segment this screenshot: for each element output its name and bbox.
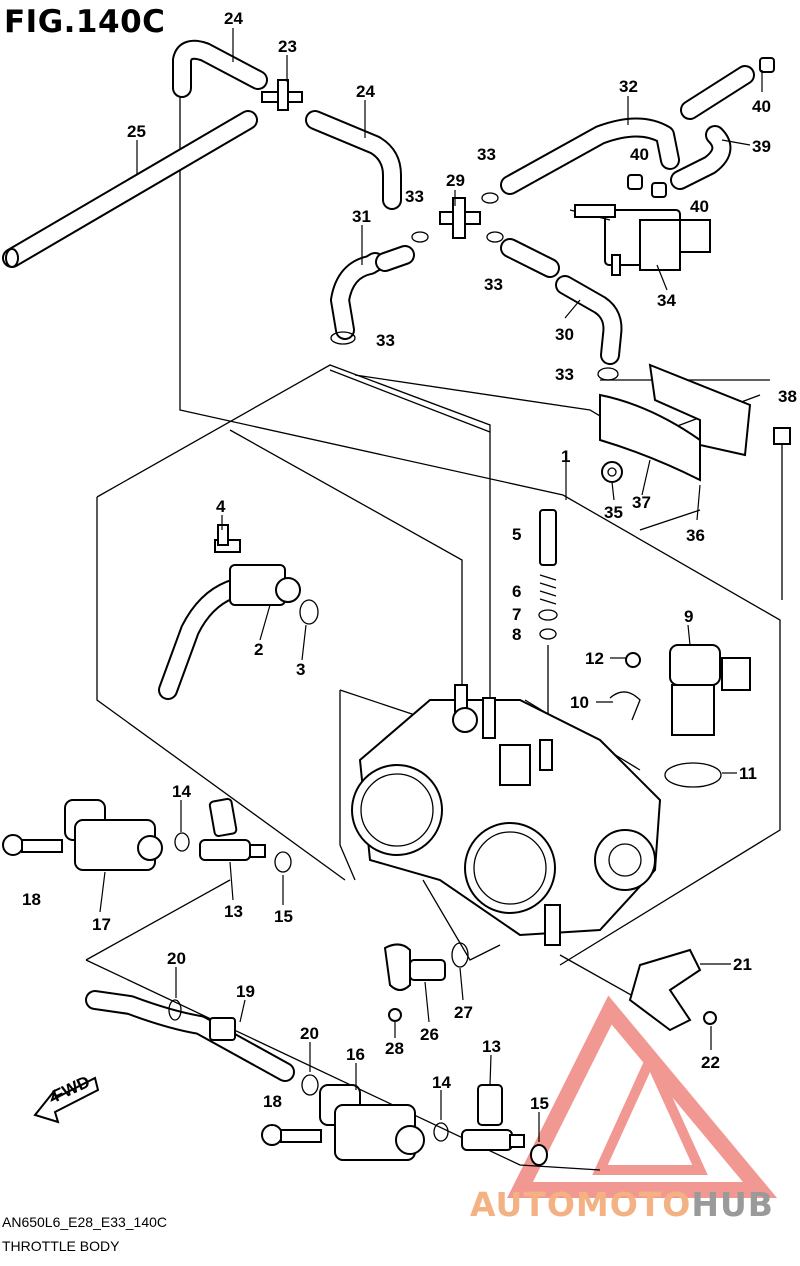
callout-15-a: 15: [274, 907, 293, 926]
callout-33-d: 33: [376, 331, 395, 350]
callout-8: 8: [512, 625, 521, 644]
actuator-16: [319, 1084, 425, 1161]
hose-24-lower: [305, 110, 402, 210]
watermark-logo: [507, 995, 778, 1198]
bolt-18-upper: [2, 834, 63, 856]
callout-19: 19: [236, 982, 255, 1001]
callout-16: 16: [346, 1045, 365, 1064]
callout-23: 23: [278, 37, 297, 56]
injector-13-lower: [433, 1084, 548, 1166]
callout-3: 3: [296, 660, 305, 679]
watermark-text: AUTOMOTOHUB: [470, 1185, 774, 1224]
callout-18-b: 18: [263, 1092, 282, 1111]
callout-14-a: 14: [172, 782, 191, 801]
callout-4: 4: [216, 497, 226, 516]
callout-36: 36: [686, 526, 705, 545]
callout-labels: 1 2 3 4 5 6 7 8 9 10 11 12 13 13 14 14 1…: [22, 9, 797, 1113]
hose-39: [670, 65, 755, 190]
bracket-21: [628, 948, 717, 1032]
bracket-36-37: [599, 363, 752, 483]
callout-22: 22: [701, 1053, 720, 1072]
callout-30: 30: [555, 325, 574, 344]
callout-32: 32: [619, 77, 638, 96]
elbow-fitting-26: [383, 942, 469, 1022]
callout-24-b: 24: [356, 82, 375, 101]
callout-34: 34: [657, 291, 676, 310]
callout-35: 35: [604, 503, 623, 522]
callout-1: 1: [561, 447, 570, 466]
callout-33-e: 33: [555, 365, 574, 384]
callout-39: 39: [752, 137, 771, 156]
callout-40-a: 40: [752, 97, 771, 116]
figure-title: FIG.140C: [4, 4, 166, 40]
hose-32: [500, 117, 680, 195]
callout-18-a: 18: [22, 890, 41, 909]
callout-15-b: 15: [530, 1094, 549, 1113]
actuator-17: [64, 799, 163, 871]
callout-27: 27: [454, 1003, 473, 1022]
callout-12: 12: [585, 649, 604, 668]
callout-9: 9: [684, 607, 693, 626]
callout-13-b: 13: [482, 1037, 501, 1056]
figure-caption: THROTTLE BODY: [2, 1238, 120, 1254]
solenoid-valve-34: [569, 204, 711, 276]
callout-31: 31: [352, 207, 371, 226]
callout-13-a: 13: [224, 902, 243, 921]
callout-5: 5: [512, 525, 521, 544]
throttle-body-assembly: [351, 684, 662, 946]
hose-25: [2, 110, 258, 268]
callout-2: 2: [254, 640, 263, 659]
callout-26: 26: [420, 1025, 439, 1044]
hose-31: [330, 245, 415, 340]
callout-37: 37: [632, 493, 651, 512]
sensor-2: [158, 524, 319, 700]
callout-33-c: 33: [484, 275, 503, 294]
adjust-screw-group: [538, 509, 558, 765]
callout-10: 10: [570, 693, 589, 712]
callout-6: 6: [512, 582, 521, 601]
callout-29: 29: [446, 171, 465, 190]
bolt-18-lower: [261, 1124, 322, 1146]
hose-30: [500, 238, 623, 365]
model-code: AN650L6_E28_E33_140C: [2, 1214, 168, 1230]
fuel-pipe-19: [85, 990, 319, 1096]
hose-24-upper: [172, 39, 268, 98]
callout-33-a: 33: [477, 145, 496, 164]
callout-38: 38: [778, 387, 797, 406]
tee-joint-29: [439, 197, 481, 239]
callout-40-c: 40: [690, 197, 709, 216]
cable-tie-38: [773, 427, 791, 600]
callout-24-a: 24: [224, 9, 243, 28]
callout-17: 17: [92, 915, 111, 934]
callout-11: 11: [739, 764, 757, 783]
callout-20-b: 20: [300, 1024, 319, 1043]
clamps: [330, 57, 775, 381]
callout-7: 7: [512, 605, 521, 624]
fwd-arrow: FWD: [33, 1072, 100, 1124]
tee-joint-23: [261, 79, 303, 111]
injector-13-upper: [174, 797, 292, 873]
callout-25: 25: [127, 122, 146, 141]
callout-21: 21: [733, 955, 752, 974]
callout-33-b: 33: [405, 187, 424, 206]
callout-20-a: 20: [167, 949, 186, 968]
callout-14-b: 14: [432, 1073, 451, 1092]
leader-lines: [99, 28, 763, 1142]
callout-28: 28: [385, 1039, 404, 1058]
callout-40-b: 40: [630, 145, 649, 164]
throttle-sensor-9: [609, 644, 751, 788]
